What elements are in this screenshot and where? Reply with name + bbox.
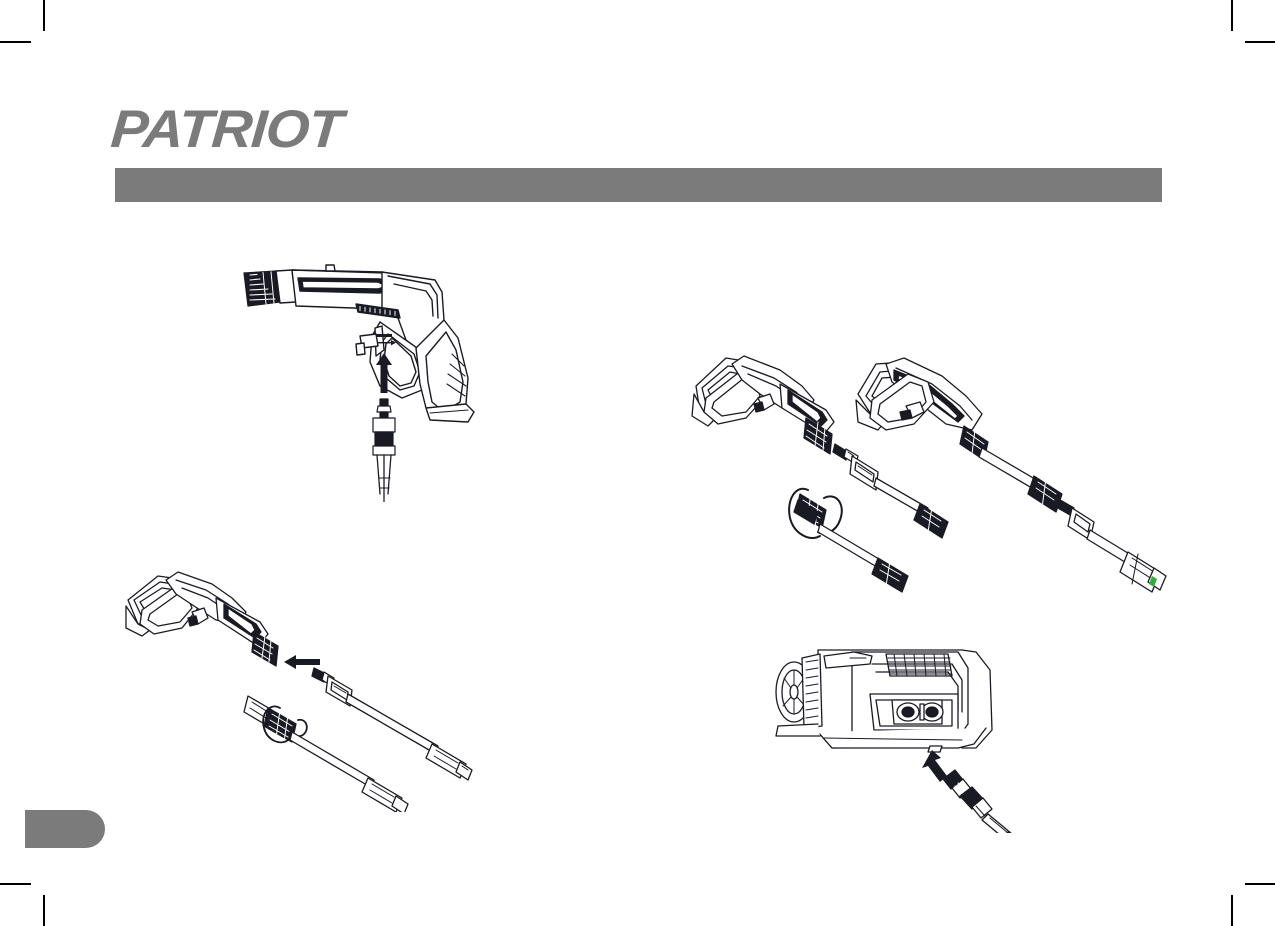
direction-marks bbox=[376, 334, 396, 346]
crop-mark-bottom-left-horizontal bbox=[0, 883, 31, 885]
barrel-coupler bbox=[251, 631, 279, 667]
header-bar bbox=[115, 168, 1162, 202]
figure-gun-lance-assembly bbox=[120, 562, 490, 812]
water-inlet-connector bbox=[942, 769, 1012, 833]
gun-inlet-collar bbox=[243, 270, 281, 307]
crop-mark-bottom-right-horizontal bbox=[1245, 883, 1275, 885]
figure-lance-variants bbox=[680, 352, 1180, 602]
vent-grille bbox=[885, 653, 953, 677]
figure-machine-water-inlet bbox=[762, 628, 1062, 833]
nozzle-head bbox=[1119, 551, 1167, 593]
figure-spray-gun-hose-connect bbox=[230, 262, 500, 502]
lance-tube-upper bbox=[849, 455, 949, 539]
assembled-unit bbox=[855, 357, 1167, 593]
crop-mark-top-right-horizontal bbox=[1245, 41, 1275, 43]
brand-logo: PATRIOT bbox=[108, 100, 345, 159]
nozzle-color-marker bbox=[1149, 576, 1157, 587]
hose-quick-connect bbox=[372, 398, 396, 502]
crop-mark-top-left-vertical bbox=[43, 0, 45, 31]
assembly-arrow-left bbox=[284, 655, 320, 669]
exploded-gun bbox=[691, 355, 835, 455]
machine-outlets bbox=[891, 699, 944, 725]
second-lance bbox=[243, 695, 409, 812]
crop-mark-bottom-left-vertical bbox=[43, 895, 45, 926]
brush-lance bbox=[788, 487, 909, 593]
lance-tip-1 bbox=[425, 743, 473, 781]
assembly-arrow-inlet bbox=[922, 750, 947, 782]
crop-mark-top-right-vertical bbox=[1231, 0, 1233, 31]
page-number-tab bbox=[25, 810, 105, 848]
crop-mark-bottom-right-vertical bbox=[1231, 895, 1233, 926]
crop-mark-top-left-horizontal bbox=[0, 41, 31, 43]
assembly-arrow-up bbox=[376, 353, 392, 393]
